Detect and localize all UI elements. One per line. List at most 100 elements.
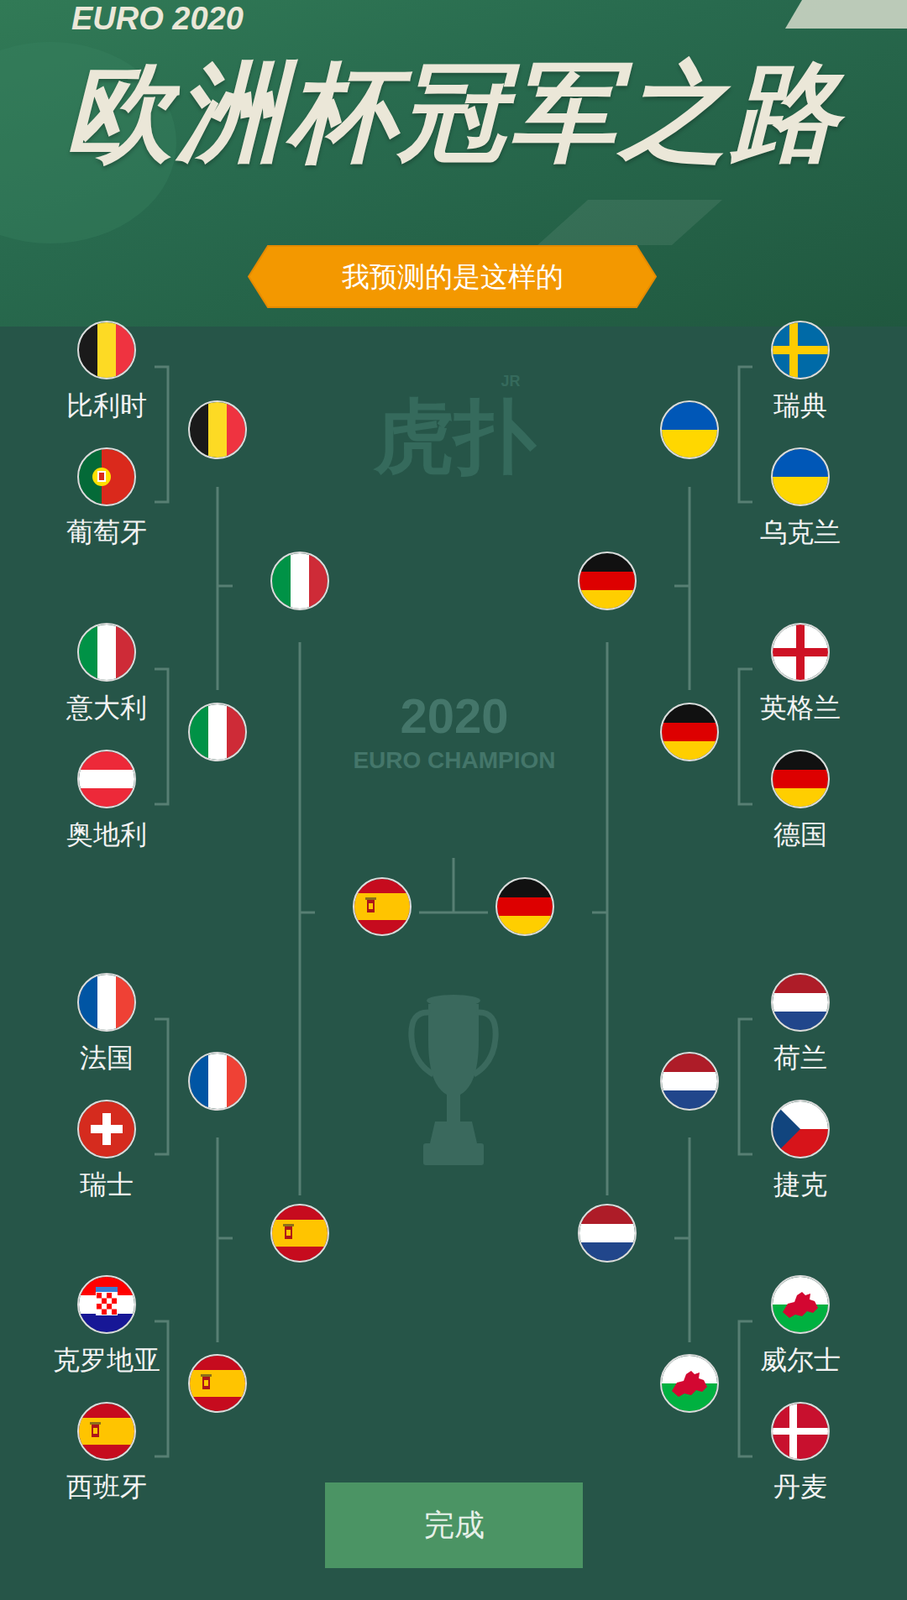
team-node: 乌克兰 [733,447,868,549]
winner-flag [578,1205,636,1263]
winner-flag [353,878,411,936]
flag-image [771,321,829,379]
team-flag [77,749,137,809]
flag-image [78,321,136,379]
flag-image [78,448,136,506]
winner-flag [271,552,329,610]
winner-flag [271,1205,329,1263]
team-flag [77,1402,137,1462]
bracket [739,669,753,805]
flag-image [771,750,829,808]
team-name: 比利时 [66,389,147,422]
winner-flags [188,401,719,1413]
prediction-banner: 我预测的是这样的 [247,245,657,309]
bracket [592,642,608,1196]
team-node: 德国 [733,749,868,851]
team-flag [770,623,830,682]
flag-image [771,448,829,506]
team-node: 荷兰 [733,973,868,1075]
bracket [674,1137,690,1343]
bracket [154,366,168,503]
team-node: 瑞典 [733,320,868,422]
team-name: 奥地利 [66,818,147,851]
bracket [217,1137,233,1343]
winner-flag [660,401,719,459]
team-flag [77,623,137,682]
page-title: 欧洲杯冠军之路 [0,48,907,177]
team-name: 瑞典 [773,389,828,422]
team-node: 瑞士 [39,1100,174,1201]
button-text: 完成 [325,1483,583,1569]
team-flag [77,973,137,1033]
flag-image [771,623,829,682]
team-flag [770,1275,830,1335]
winner-flag [660,1053,719,1111]
team-name: 德国 [773,818,828,851]
bracket [217,487,233,691]
winner-flag [496,878,554,936]
trophy-handle [411,1012,434,1075]
watermark-logo-tag: JR [500,372,520,391]
flag-image [78,1100,136,1159]
team-name: 威尔士 [760,1344,841,1377]
team-flag [770,749,830,809]
bracket [154,669,168,805]
final-connector [419,858,488,913]
bracket-lines [154,366,753,1458]
team-flag [770,973,830,1033]
team-name: 法国 [79,1042,134,1075]
team-flag [770,1402,830,1462]
trophy-cup [428,1004,479,1144]
team-node: 捷克 [733,1100,868,1201]
team-name: 捷克 [773,1169,828,1201]
banner-text: 我预测的是这样的 [247,245,657,309]
team-flag [77,1275,137,1335]
team-name: 葡萄牙 [66,516,147,549]
flag-image [78,1403,136,1461]
team-flag [770,447,830,507]
team-name: 瑞士 [79,1169,134,1201]
flag-image [771,1100,829,1159]
team-node: 丹麦 [733,1402,868,1504]
team-name: 荷兰 [773,1042,828,1075]
trophy-handle [473,1012,496,1075]
team-node: 克罗地亚 [39,1275,174,1377]
team-node: 葡萄牙 [39,447,174,549]
team-node: 法国 [39,973,174,1075]
trophy-watermark [411,995,496,1166]
team-node: 西班牙 [39,1402,174,1504]
bracket [154,1019,168,1155]
watermark-caption: EURO CHAMPION [352,746,556,776]
winner-flag [660,1355,719,1413]
team-node: 威尔士 [733,1275,868,1377]
winner-flag [188,703,247,761]
flag-image [78,750,136,808]
winner-flag [188,1355,247,1413]
team-name: 克罗地亚 [52,1344,161,1377]
bracket [674,487,690,691]
bracket [299,642,315,1196]
flag-image [771,974,829,1032]
trophy-base [423,1143,484,1166]
team-node: 意大利 [39,623,174,724]
winner-flag [188,401,247,459]
winner-flag [188,1053,247,1111]
bracket [739,1321,753,1458]
flag-image [771,1276,829,1334]
team-name: 意大利 [66,692,147,724]
team-flag [77,1100,137,1159]
bracket [154,1321,168,1458]
bracket [739,366,753,503]
team-name: 西班牙 [66,1471,147,1504]
team-flag [770,1100,830,1159]
team-name: 英格兰 [760,692,841,724]
flag-image [78,623,136,682]
team-name: 乌克兰 [760,516,841,549]
team-name: 丹麦 [773,1471,828,1504]
winner-flag [660,703,719,761]
header-stripe [785,0,907,29]
watermark-logo: 虎扑 [373,390,535,483]
flag-image [78,1276,136,1334]
team-flag [77,320,137,380]
team-flag [77,447,137,507]
